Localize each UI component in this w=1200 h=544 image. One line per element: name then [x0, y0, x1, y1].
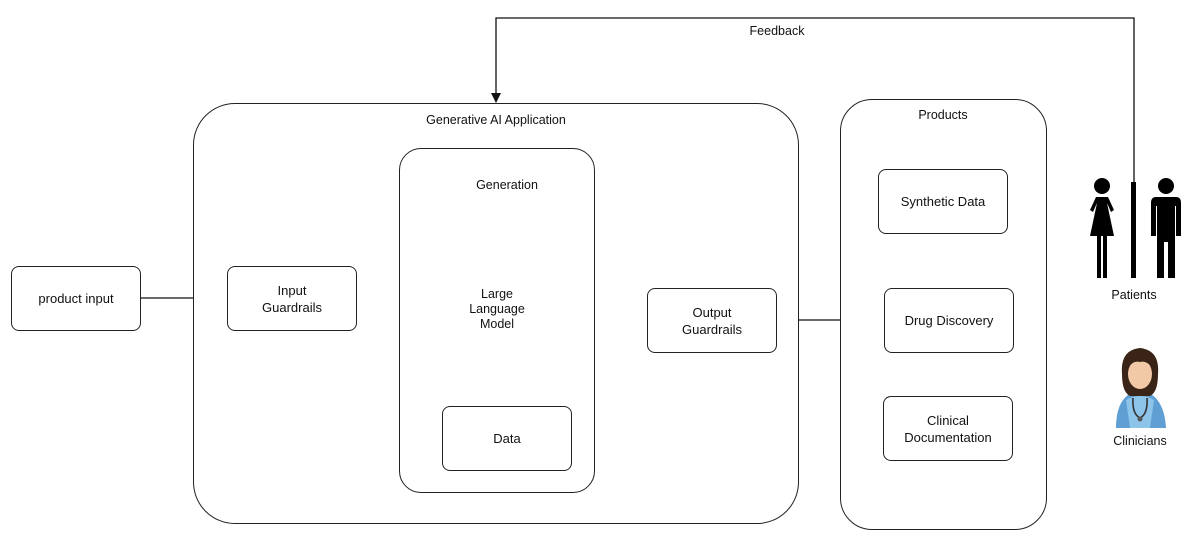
- llm-label: Large Language Model: [469, 287, 525, 331]
- clinical-documentation-node: Clinical Documentation: [883, 396, 1013, 461]
- product-input-label: product input: [38, 291, 114, 306]
- product-input-node: product input: [11, 266, 141, 331]
- patients-label: Patients: [1111, 288, 1157, 302]
- output-guardrails-label: Output Guardrails: [682, 304, 742, 337]
- edge-feedback: [491, 17, 1135, 182]
- generation-title: Generation: [476, 178, 538, 192]
- synthetic-data-node: Synthetic Data: [878, 169, 1008, 234]
- synthetic-data-label: Synthetic Data: [900, 194, 986, 209]
- clinicians-icon: [1116, 348, 1166, 428]
- products-title: Products: [918, 108, 968, 122]
- data-node: Data: [442, 406, 572, 471]
- clinical-documentation-label: Clinical Documentation: [904, 412, 992, 445]
- patients-icon: [1090, 178, 1181, 278]
- data-label: Data: [493, 431, 521, 446]
- output-guardrails-node: Output Guardrails: [647, 288, 777, 353]
- feedback-label: Feedback: [749, 24, 805, 38]
- input-guardrails-node: Input Guardrails: [227, 266, 357, 331]
- generative-ai-application-title: Generative AI Application: [426, 113, 566, 127]
- input-guardrails-label: Input Guardrails: [262, 282, 322, 315]
- clinicians-label: Clinicians: [1113, 434, 1167, 448]
- drug-discovery-label: Drug Discovery: [904, 313, 994, 328]
- drug-discovery-node: Drug Discovery: [884, 288, 1014, 353]
